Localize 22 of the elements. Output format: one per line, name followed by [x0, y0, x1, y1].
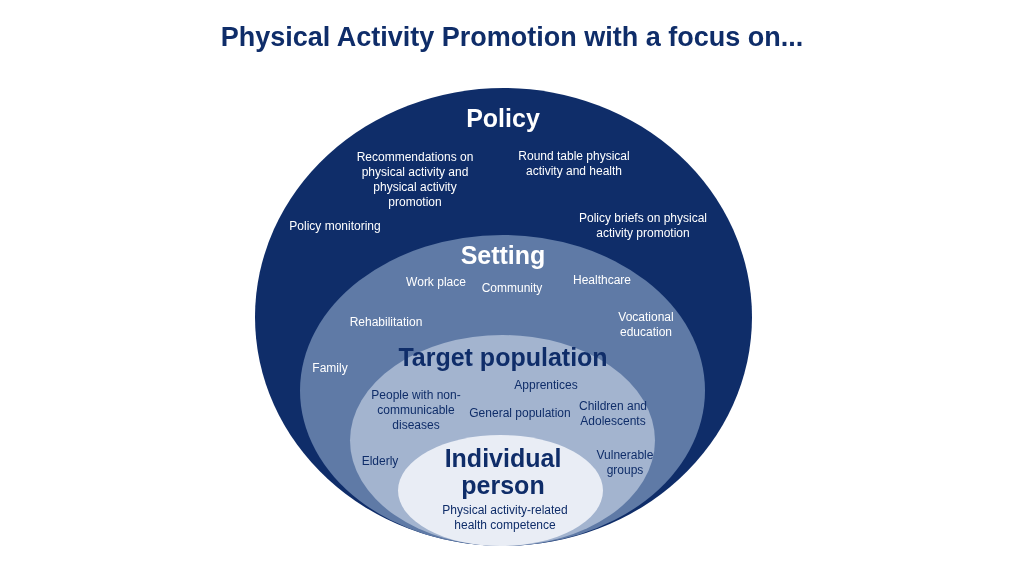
circle-heading: Individual person — [443, 445, 563, 499]
circle-heading: Policy — [465, 104, 541, 132]
focus-item: General population — [468, 405, 572, 421]
focus-item: Community — [480, 280, 544, 296]
diagram-title: Physical Activity Promotion with a focus on... — [219, 22, 805, 53]
focus-item: Vulnerable groups — [595, 448, 655, 478]
focus-item: People with non-communicable diseases — [370, 387, 462, 433]
focus-item: Elderly — [360, 453, 400, 469]
focus-item: Physical activity-related health competence — [441, 503, 569, 533]
focus-item: Recommendations on physical activity and physical activity promotion — [355, 150, 475, 210]
focus-item: Family — [311, 360, 349, 376]
focus-item: Children and Adolescents — [577, 399, 648, 429]
circle-heading: Setting — [459, 241, 547, 269]
focus-item: Work place — [405, 274, 467, 290]
focus-item: Vocational education — [617, 310, 675, 340]
focus-item: Apprentices — [513, 377, 579, 393]
circle-heading: Target population — [397, 343, 609, 371]
focus-item: Healthcare — [572, 272, 632, 288]
focus-item: Rehabilitation — [348, 314, 424, 330]
focus-item: Round table physical activity and health — [517, 149, 631, 179]
focus-item: Policy briefs on physical activity promotion — [578, 211, 708, 241]
focus-item: Policy monitoring — [288, 218, 382, 234]
